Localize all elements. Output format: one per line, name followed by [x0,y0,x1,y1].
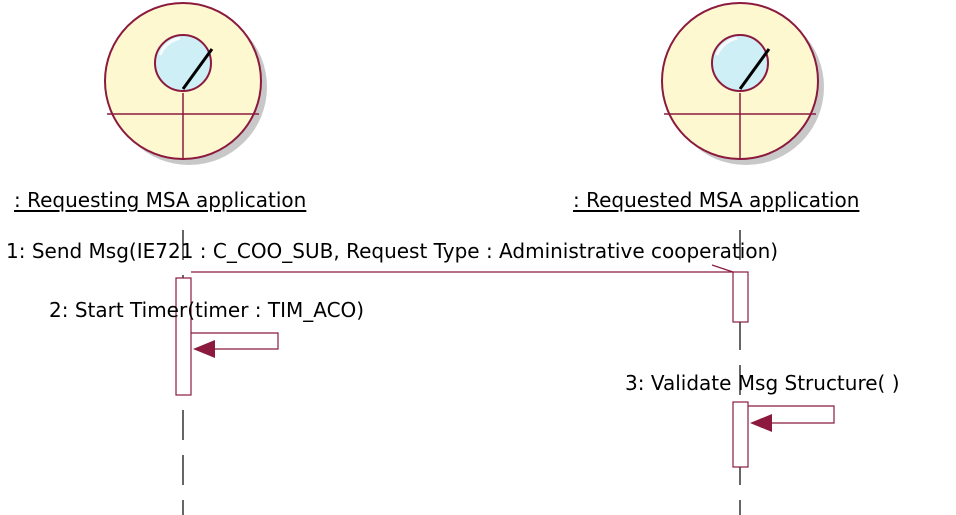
activation-bar [732,271,749,323]
control-icon [661,2,824,165]
message-label: 2: Start Timer(timer : TIM_ACO) [49,298,365,322]
participant-name: : Requested MSA application [573,188,860,212]
activation-bar [175,277,192,396]
message-label: 1: Send Msg(IE721 : C_COO_SUB, Request T… [6,239,779,263]
participant-name: : Requesting MSA application [14,188,307,212]
message-arrow [748,405,835,432]
message-arrow [191,332,279,358]
activation-bar [732,401,749,468]
control-icon [104,2,267,165]
message-label: 3: Validate Msg Structure( ) [625,371,900,395]
